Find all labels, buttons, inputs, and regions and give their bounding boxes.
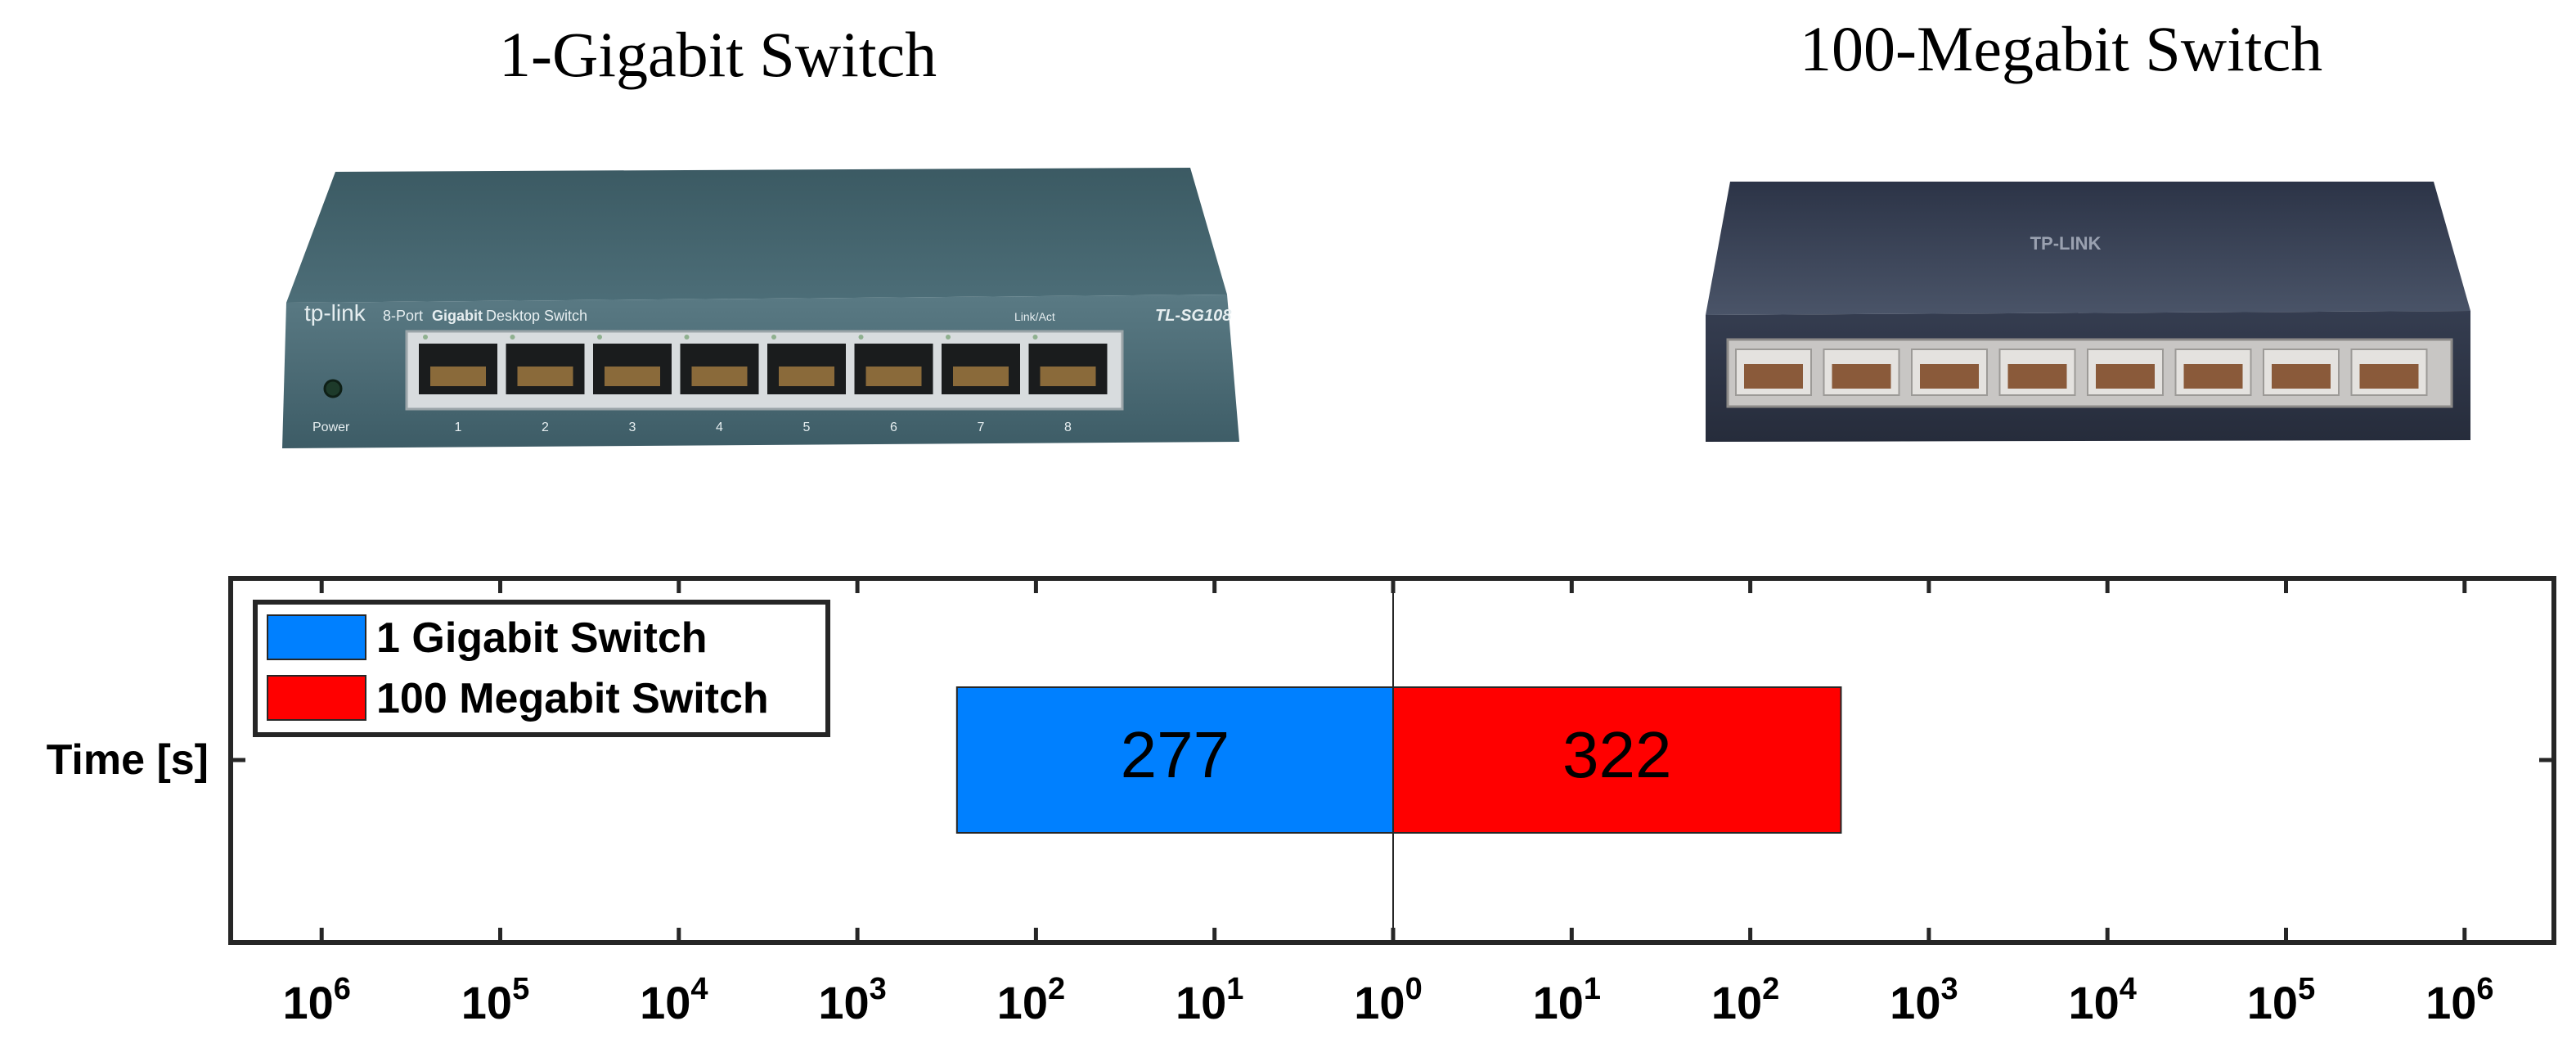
gigabit-port-pins xyxy=(691,367,748,386)
gigabit-port-group: 1 2 3 4 5 6 7 8 xyxy=(419,335,1108,434)
megabit-port-pins xyxy=(2183,364,2243,389)
legend-label-megabit: 100 Megabit Switch xyxy=(376,675,769,722)
bar-group: 277 322 xyxy=(955,686,1842,834)
port-number-label: 6 xyxy=(890,421,897,434)
gigabit-port-pins xyxy=(430,367,486,386)
product-rest-text: Desktop Switch xyxy=(486,308,587,324)
brand-logo: tp-link xyxy=(304,300,366,326)
gigabit-port-pins xyxy=(953,367,1009,386)
port-led xyxy=(946,335,951,340)
product-line-text: 8-Port xyxy=(383,308,423,324)
bar-label-megabit: 322 xyxy=(1562,718,1671,791)
gigabit-port-pins xyxy=(1040,367,1096,386)
chart: 277 322 106 105 104 103 102 101 100 101 102 103 104… xyxy=(47,576,2556,1028)
x-tick-label: 105 xyxy=(2247,972,2315,1028)
power-led xyxy=(323,379,343,398)
gigabit-port-pins xyxy=(779,367,834,386)
model-text: TL-SG108 xyxy=(1155,307,1232,325)
port-number-label: 5 xyxy=(803,421,811,434)
megabit-port-group xyxy=(1735,349,2428,396)
port-number-label: 4 xyxy=(716,421,723,434)
legend-label-gigabit: 1 Gigabit Switch xyxy=(376,614,708,662)
x-tick-label: 102 xyxy=(1711,972,1779,1028)
legend-swatch-megabit xyxy=(267,675,366,721)
bar-gigabit xyxy=(955,686,1394,834)
megabit-port-pins xyxy=(2096,364,2155,389)
port-number-label: 7 xyxy=(978,421,985,434)
megabit-brand-logo: TP-LINK xyxy=(2030,233,2102,254)
right-image-title: 100-Megabit Switch xyxy=(1800,13,2323,84)
x-tick-label: 104 xyxy=(640,972,708,1028)
port-led xyxy=(684,335,690,340)
port-led xyxy=(597,335,602,340)
megabit-port-pins xyxy=(2272,364,2331,389)
port-led xyxy=(1032,335,1038,340)
port-led xyxy=(423,335,428,340)
y-category-label: Time [s] xyxy=(47,736,209,784)
port-number-label: 2 xyxy=(542,421,549,434)
x-tick-label: 101 xyxy=(1176,972,1243,1028)
megabit-port-pins xyxy=(1832,364,1891,389)
megabit-port-pins xyxy=(1920,364,1979,389)
gigabit-port-pins xyxy=(517,367,573,386)
x-tick-label: 104 xyxy=(2068,972,2136,1028)
x-tick-label: 105 xyxy=(461,972,529,1028)
gigabit-port-pins xyxy=(865,367,922,386)
left-image-title: 1-Gigabit Switch xyxy=(499,19,937,90)
bar-megabit xyxy=(1392,686,1842,834)
megabit-switch-top xyxy=(1706,182,2470,315)
gigabit-port-pins xyxy=(605,367,660,386)
x-tick-label: 106 xyxy=(2425,972,2493,1028)
legend: 1 Gigabit Switch 100 Megabit Switch xyxy=(253,600,830,737)
megabit-port-pins xyxy=(2007,364,2067,389)
x-tick-label: 103 xyxy=(818,972,886,1028)
bar-label-gigabit: 277 xyxy=(1121,718,1230,791)
gigabit-switch-image: 1 2 3 4 5 6 7 8 tp-link 8-Port Gigabit Desktop … xyxy=(282,168,1239,448)
megabit-port-pins xyxy=(1744,364,1803,389)
megabit-switch-image: TP-LINK xyxy=(1706,182,2470,442)
x-tick-label: 100 xyxy=(1354,972,1422,1028)
x-ticks: 106 105 104 103 102 101 100 101 102 103 104 105 106 xyxy=(282,578,2494,1028)
port-number-label: 8 xyxy=(1064,421,1072,434)
link-act-text: Link/Act xyxy=(1014,310,1055,323)
port-led xyxy=(510,335,515,340)
port-led xyxy=(858,335,864,340)
x-tick-label: 102 xyxy=(997,972,1065,1028)
product-bold-text: Gigabit xyxy=(432,308,483,324)
megabit-port-pins xyxy=(2359,364,2419,389)
port-led xyxy=(771,335,776,340)
x-tick-label: 103 xyxy=(1890,972,1958,1028)
gigabit-switch-top xyxy=(286,168,1227,303)
port-number-label: 3 xyxy=(629,421,636,434)
x-tick-label: 106 xyxy=(282,972,350,1028)
power-label: Power xyxy=(312,421,350,434)
legend-swatch-gigabit xyxy=(267,614,366,660)
x-tick-label: 101 xyxy=(1533,972,1601,1028)
port-number-label: 1 xyxy=(455,421,462,434)
